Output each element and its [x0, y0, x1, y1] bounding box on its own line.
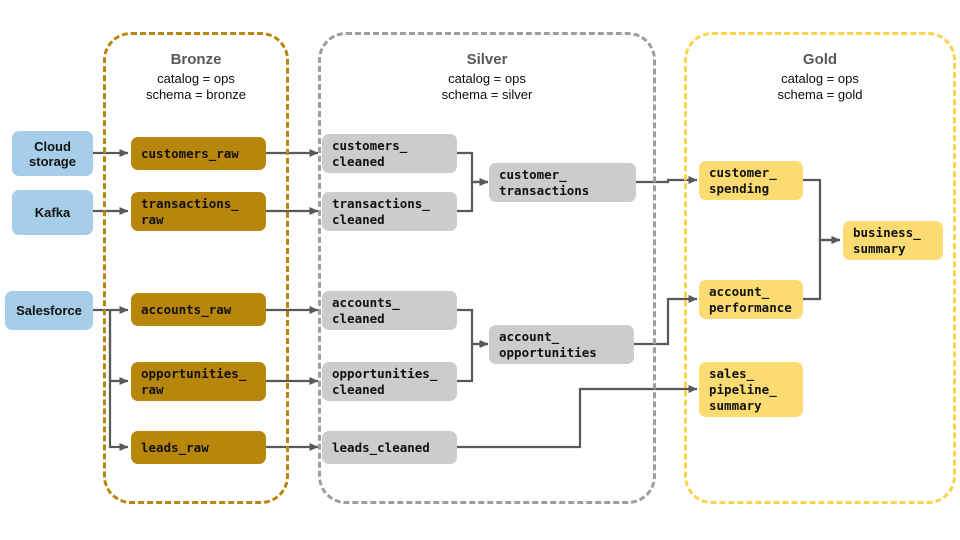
group-bronze-title: Bronze	[170, 51, 222, 68]
node-kafka[interactable]: Kafka	[12, 190, 93, 235]
node-customers-raw-label: customers_raw	[141, 145, 239, 161]
group-gold-title: Gold	[802, 51, 838, 68]
group-gold-subtitle: catalog = ops schema = gold	[687, 71, 953, 103]
node-customers-cleaned[interactable]: customers_cleaned	[322, 134, 457, 173]
node-business-summary-label: business_summary	[853, 224, 921, 256]
node-leads-cleaned[interactable]: leads_cleaned	[322, 431, 457, 464]
group-bronze-schema: schema = bronze	[145, 87, 247, 102]
group-bronze-subtitle: catalog = ops schema = bronze	[106, 71, 286, 103]
node-transactions-raw-label: transactions_raw	[141, 195, 239, 227]
group-silver: Silver catalog = ops schema = silver	[318, 32, 656, 504]
node-salesforce[interactable]: Salesforce	[5, 291, 93, 330]
node-accounts-raw[interactable]: accounts_raw	[131, 293, 266, 326]
node-account-performance[interactable]: account_performance	[699, 280, 803, 319]
node-customers-cleaned-label: customers_cleaned	[332, 137, 408, 169]
node-opportunities-raw-label: opportunities_raw	[141, 365, 247, 397]
node-opportunities-cleaned[interactable]: opportunities_cleaned	[322, 362, 457, 401]
node-opportunities-raw[interactable]: opportunities_raw	[131, 362, 266, 401]
node-customer-spending-label: customer_spending	[709, 164, 777, 196]
group-silver-catalog: catalog = ops	[448, 71, 526, 86]
node-customers-raw[interactable]: customers_raw	[131, 137, 266, 170]
node-leads-raw-label: leads_raw	[141, 439, 209, 455]
node-customer-spending[interactable]: customer_spending	[699, 161, 803, 200]
group-bronze-catalog: catalog = ops	[157, 71, 235, 86]
node-transactions-cleaned[interactable]: transactions_cleaned	[322, 192, 457, 231]
node-accounts-cleaned-label: accounts_cleaned	[332, 294, 400, 326]
group-silver-title: Silver	[466, 51, 508, 68]
node-customer-transactions[interactable]: customer_transactions	[489, 163, 636, 202]
node-kafka-label: Kafka	[34, 205, 71, 220]
group-silver-subtitle: catalog = ops schema = silver	[321, 71, 653, 103]
group-silver-schema: schema = silver	[441, 87, 533, 102]
group-gold: Gold catalog = ops schema = gold	[684, 32, 956, 504]
group-gold-schema: schema = gold	[777, 87, 863, 102]
node-sales-pipeline-summary[interactable]: sales_pipeline_summary	[699, 362, 803, 417]
node-salesforce-label: Salesforce	[16, 303, 82, 318]
node-account-performance-label: account_performance	[709, 283, 792, 315]
node-leads-cleaned-label: leads_cleaned	[332, 439, 430, 455]
node-transactions-raw[interactable]: transactions_raw	[131, 192, 266, 231]
node-opportunities-cleaned-label: opportunities_cleaned	[332, 365, 438, 397]
group-gold-catalog: catalog = ops	[781, 71, 859, 86]
node-leads-raw[interactable]: leads_raw	[131, 431, 266, 464]
node-accounts-cleaned[interactable]: accounts_cleaned	[322, 291, 457, 330]
node-transactions-cleaned-label: transactions_cleaned	[332, 195, 430, 227]
node-customer-transactions-label: customer_transactions	[499, 166, 590, 198]
node-sales-pipeline-summary-label: sales_pipeline_summary	[709, 365, 777, 413]
group-bronze: Bronze catalog = ops schema = bronze	[103, 32, 289, 504]
node-account-opportunities-label: account_opportunities	[499, 328, 597, 360]
node-accounts-raw-label: accounts_raw	[141, 301, 232, 317]
node-business-summary[interactable]: business_summary	[843, 221, 943, 260]
node-account-opportunities[interactable]: account_opportunities	[489, 325, 634, 364]
